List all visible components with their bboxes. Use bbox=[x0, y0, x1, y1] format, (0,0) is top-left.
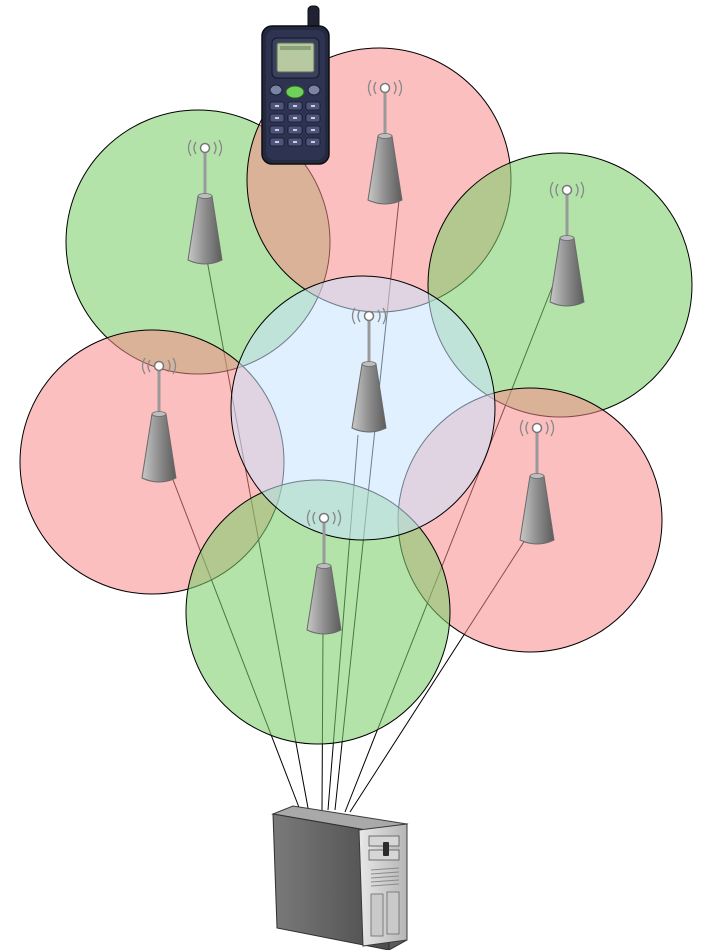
mobile-phone-icon bbox=[261, 5, 330, 165]
server-icon bbox=[271, 805, 409, 950]
coverage-cells bbox=[19, 47, 693, 745]
